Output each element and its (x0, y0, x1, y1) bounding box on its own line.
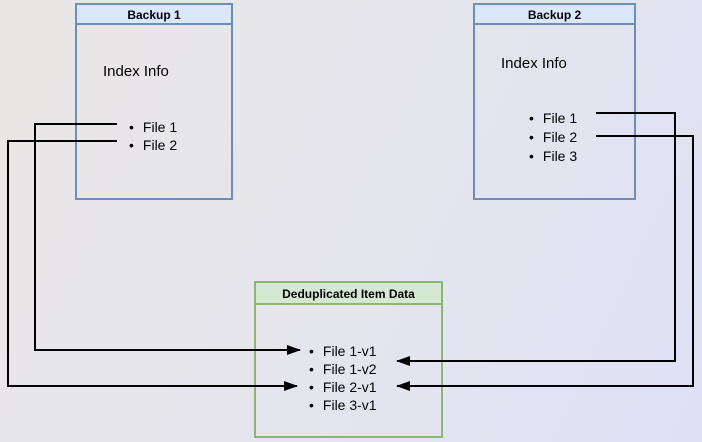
backup2-box: Backup 2 Index Info File 1 File 2 File 3 (473, 3, 636, 200)
backup1-title: Backup 1 (77, 5, 231, 25)
backup1-file-list: File 1 File 2 (77, 118, 177, 154)
backup2-file-list: File 1 File 2 File 3 (475, 109, 577, 166)
list-item-file2-v1: File 2-v1 (309, 378, 377, 396)
list-item-file1-v1: File 1-v1 (309, 342, 377, 360)
backup1-box: Backup 1 Index Info File 1 File 2 (75, 3, 233, 200)
backup1-index-info-label: Index Info (103, 63, 169, 80)
backup2-title: Backup 2 (475, 5, 634, 25)
list-item-file2: File 2 (129, 136, 177, 154)
dedup-file-list: File 1-v1 File 1-v2 File 2-v1 File 3-v1 (256, 342, 377, 414)
list-item-file1-v2: File 1-v2 (309, 360, 377, 378)
dedup-title: Deduplicated Item Data (256, 283, 441, 305)
list-item-file1: File 1 (129, 118, 177, 136)
deduplicated-item-data-box: Deduplicated Item Data File 1-v1 File 1-… (254, 281, 443, 438)
list-item-file3: File 3 (529, 147, 577, 166)
list-item-file3-v1: File 3-v1 (309, 396, 377, 414)
backup2-index-info-label: Index Info (501, 55, 567, 72)
list-item-file1: File 1 (529, 109, 577, 128)
list-item-file2: File 2 (529, 128, 577, 147)
